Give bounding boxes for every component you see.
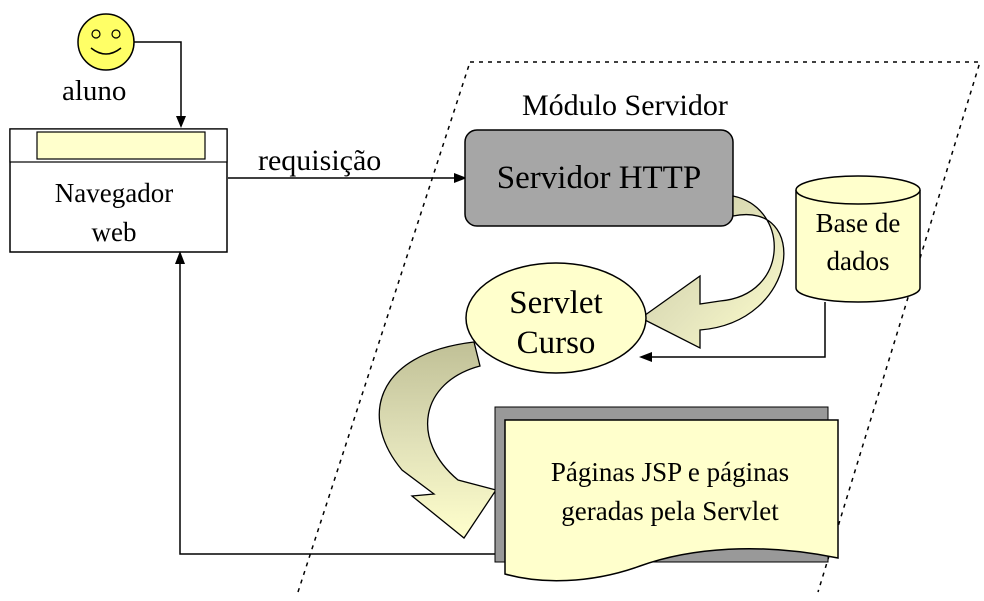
request-label: requisição bbox=[258, 144, 382, 177]
database-label-line1: Base de bbox=[815, 208, 901, 238]
http-server-box bbox=[464, 129, 734, 227]
web-browser-window bbox=[9, 128, 228, 253]
servlet-label-line2: Curso bbox=[516, 325, 596, 361]
http-server-label: Servidor HTTP bbox=[496, 160, 702, 196]
servlet-to-pages-curved-arrow bbox=[378, 341, 498, 539]
database-to-servlet-arrow bbox=[639, 302, 826, 362]
servlet-label-line1: Servlet bbox=[509, 285, 603, 321]
database-cylinder bbox=[795, 175, 921, 303]
browser-label-line1: Navegador bbox=[54, 178, 174, 208]
student-smiley-icon bbox=[77, 13, 135, 71]
student-label: aluno bbox=[62, 75, 127, 107]
jsp-pages-label-line2: geradas pela Servlet bbox=[561, 496, 779, 526]
jsp-pages-label-line1: Páginas JSP e páginas bbox=[550, 457, 790, 487]
request-arrow bbox=[228, 173, 467, 183]
servlet-curso-ellipse bbox=[465, 262, 647, 374]
server-module-title: Módulo Servidor bbox=[522, 89, 728, 122]
http-to-servlet-curved-arrow bbox=[639, 195, 785, 350]
database-label-line2: dados bbox=[826, 246, 890, 276]
response-return-arrow bbox=[175, 251, 500, 555]
server-module-boundary bbox=[297, 61, 982, 593]
browser-label-line2: web bbox=[91, 217, 137, 247]
jsp-pages-document bbox=[494, 406, 839, 582]
student-to-browser-arrow bbox=[134, 41, 186, 128]
